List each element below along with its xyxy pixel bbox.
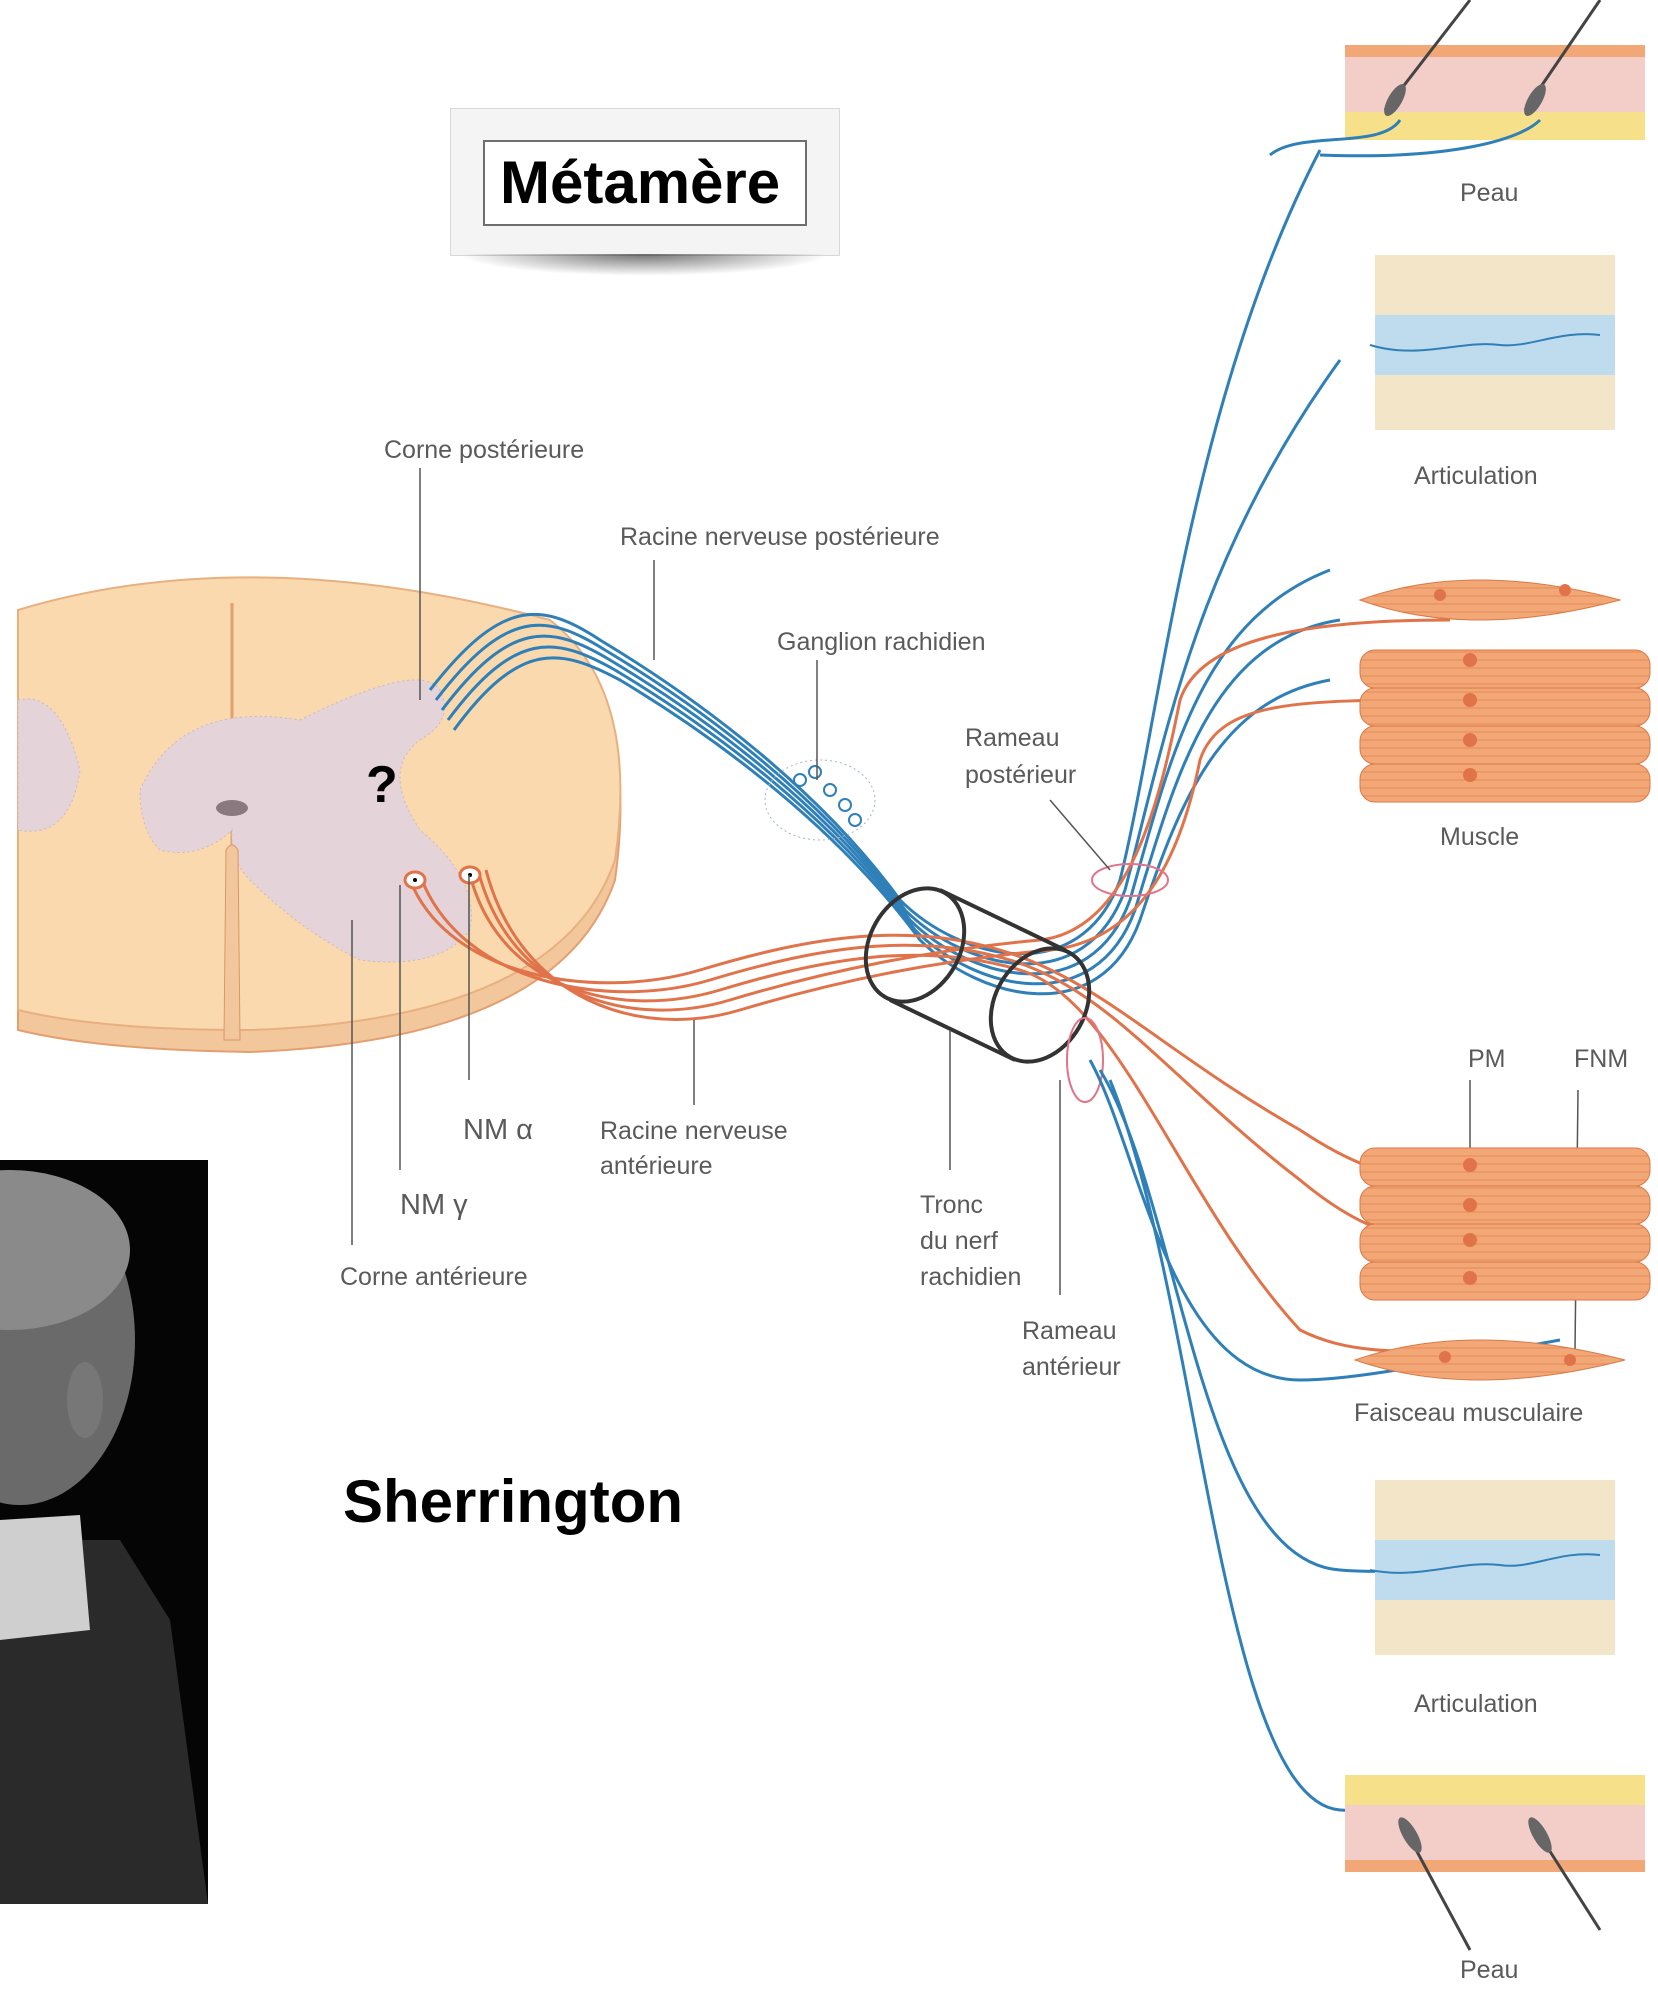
portrait-silhouette	[0, 1160, 208, 1904]
skin-top	[1270, 0, 1645, 156]
label-tronc-3: rachidien	[920, 1262, 1021, 1292]
label-racine-anterieure-2: antérieure	[600, 1151, 713, 1181]
label-rameau-anterieur-2: antérieur	[1022, 1352, 1121, 1382]
label-rameau-posterieur-1: Rameau	[965, 723, 1060, 753]
label-articulation-top: Articulation	[1414, 461, 1538, 491]
label-peau-bottom: Peau	[1460, 1955, 1518, 1985]
label-muscle: Muscle	[1440, 822, 1519, 852]
joint-bottom	[1370, 1480, 1615, 1655]
label-corne-anterieure: Corne antérieure	[340, 1262, 528, 1292]
label-racine-posterieure: Racine nerveuse postérieure	[620, 522, 940, 552]
label-articulation-bottom: Articulation	[1414, 1689, 1538, 1719]
label-corne-posterieure: Corne postérieure	[384, 435, 584, 465]
label-rameau-anterieur-1: Rameau	[1022, 1316, 1117, 1346]
label-rameau-posterieur-2: postérieur	[965, 760, 1076, 790]
question-mark: ?	[366, 757, 398, 813]
label-ganglion: Ganglion rachidien	[777, 627, 985, 657]
muscle-bottom	[1360, 1148, 1650, 1300]
anterior-ramus-ring	[1067, 1018, 1103, 1102]
title: Métamère	[500, 153, 780, 213]
muscle-top	[1360, 650, 1650, 802]
joint-top	[1370, 255, 1615, 430]
label-tronc-2: du nerf	[920, 1226, 998, 1256]
label-peau-top: Peau	[1460, 178, 1518, 208]
skin-bottom	[1345, 1775, 1645, 1950]
label-nm-gamma: NM γ	[400, 1190, 468, 1220]
portrait-photo	[0, 1160, 208, 1904]
label-faisceau: Faisceau musculaire	[1354, 1398, 1583, 1428]
label-fnm: FNM	[1574, 1044, 1628, 1074]
muscle-spindle-bottom	[1355, 1340, 1625, 1380]
label-pm: PM	[1468, 1044, 1506, 1074]
label-nm-alpha: NM α	[463, 1115, 533, 1145]
muscle-spindle-top	[1360, 580, 1620, 620]
label-racine-anterieure-1: Racine nerveuse	[600, 1116, 788, 1146]
central-canal	[216, 800, 248, 816]
title-box: Métamère	[450, 108, 838, 261]
label-tronc-1: Tronc	[920, 1190, 983, 1220]
person-name: Sherrington	[343, 1470, 683, 1534]
